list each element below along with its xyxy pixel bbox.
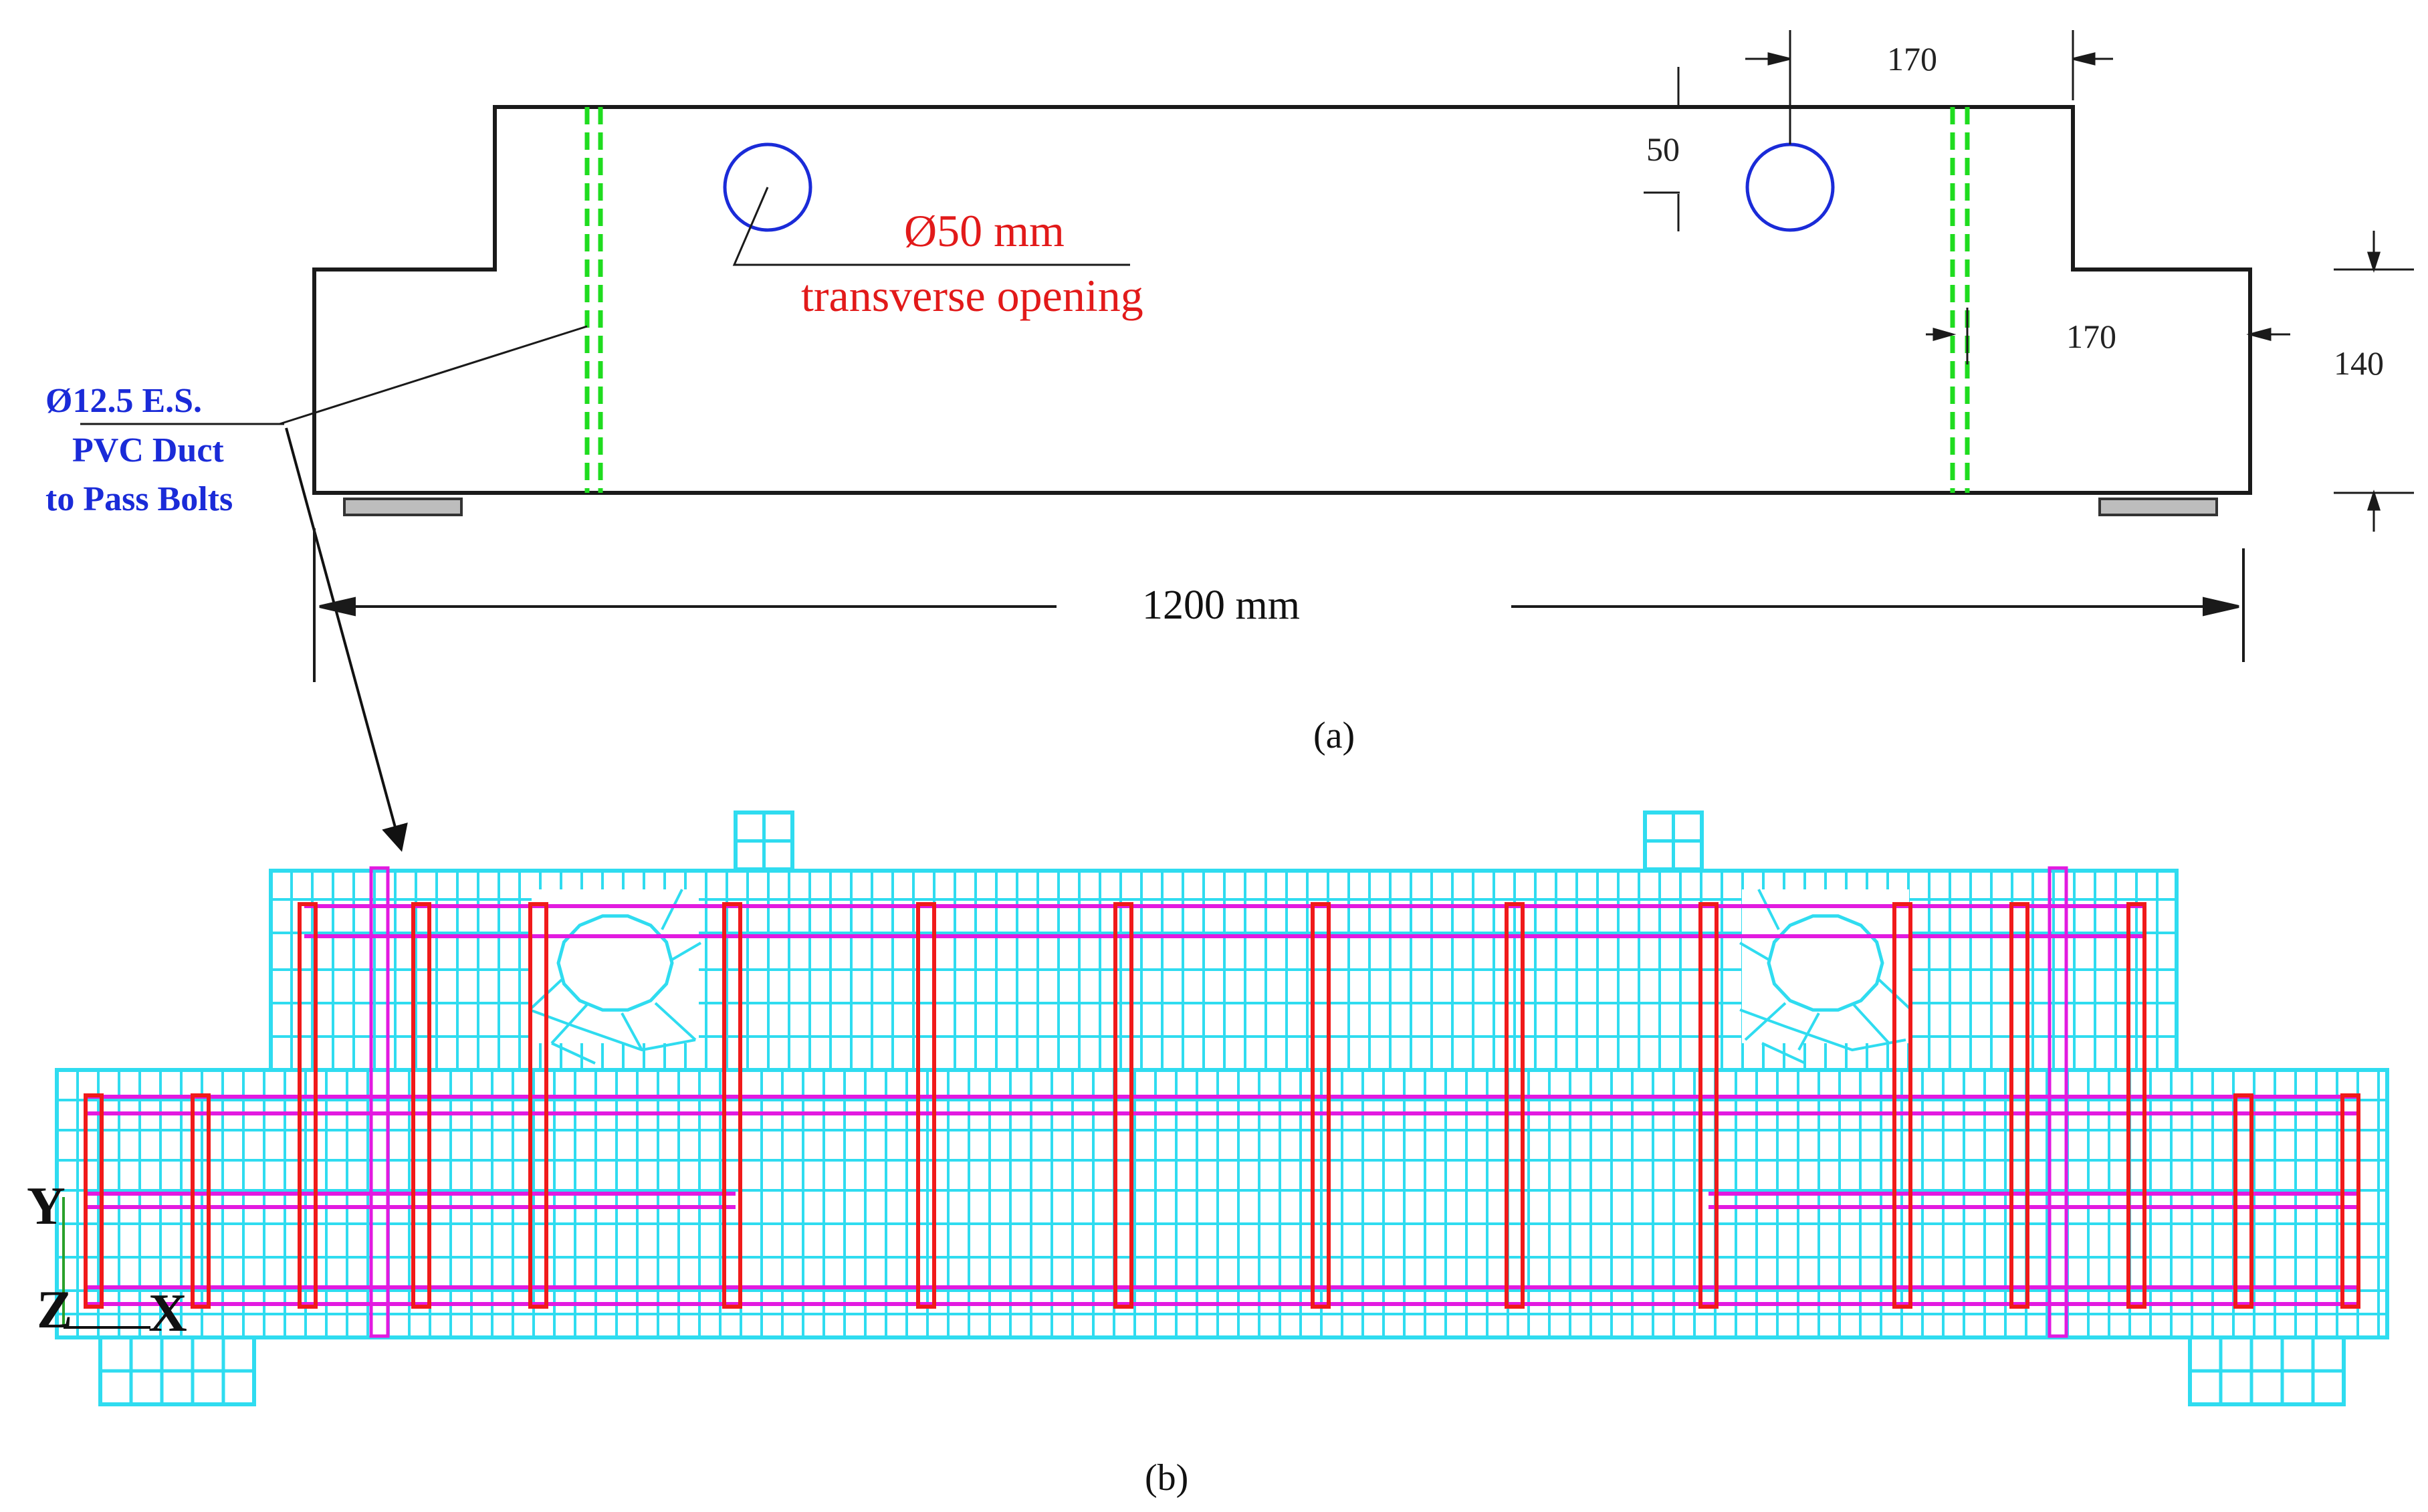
duct-label-line-3: to Pass Bolts bbox=[45, 480, 233, 518]
dim-depth bbox=[2334, 231, 2414, 532]
stirrup bbox=[298, 902, 318, 1309]
left-pvc-duct bbox=[584, 107, 603, 493]
left-opening-circle bbox=[723, 142, 812, 232]
stirrup bbox=[1505, 902, 1525, 1309]
stirrup bbox=[1698, 902, 1719, 1309]
opening-mesh-line bbox=[1744, 1002, 1787, 1041]
left-opening-mesh bbox=[528, 889, 702, 1065]
stirrup bbox=[191, 1093, 211, 1309]
panel-a-elevation: Ø50 mm transverse opening Ø12.5 E.S. PVC… bbox=[45, 30, 2414, 852]
panel-b-caption: (b) bbox=[1145, 1457, 1188, 1499]
concrete-mesh-grid bbox=[55, 869, 2389, 1339]
stirrups bbox=[84, 902, 2360, 1309]
opening-subtitle: transverse opening bbox=[801, 270, 1143, 321]
stirrup bbox=[84, 1093, 104, 1309]
stirrup bbox=[1113, 902, 1133, 1309]
left-support-plate bbox=[98, 1335, 256, 1406]
opening-mesh-line bbox=[550, 1002, 590, 1045]
duct-label-line-1: Ø12.5 E.S. bbox=[45, 382, 202, 420]
dim-side-step-label: 170 bbox=[2066, 318, 2116, 355]
left-loading-plate bbox=[734, 811, 794, 871]
opening-mesh-line bbox=[1761, 1042, 1806, 1065]
right-pvc-duct bbox=[1950, 107, 1970, 493]
opening-title: Ø50 mm bbox=[904, 205, 1065, 256]
opening-mesh-line bbox=[1739, 1008, 1906, 1052]
dim-cover-label: 50 bbox=[1646, 130, 1680, 168]
duct-label-line-2: PVC Duct bbox=[72, 431, 224, 469]
right-opening-circle bbox=[1745, 142, 1835, 232]
stirrup bbox=[411, 902, 431, 1309]
opening-leader-line bbox=[732, 187, 1130, 266]
dim-top-width bbox=[1745, 30, 2113, 144]
stirrup bbox=[722, 902, 742, 1309]
dim-span bbox=[313, 528, 2245, 682]
panel-b-fe-mesh: Y Z X (b) bbox=[27, 811, 2389, 1499]
opening-mesh-line bbox=[671, 942, 702, 961]
opening-mesh-line bbox=[1757, 889, 1780, 930]
duct-leader-line bbox=[279, 325, 588, 425]
opening-mesh-line bbox=[551, 1042, 596, 1065]
beam-outline bbox=[312, 105, 2252, 495]
panel-a-caption: (a) bbox=[1313, 715, 1355, 756]
mesh-lower-outline bbox=[55, 1068, 2389, 1339]
dim-side-step bbox=[1926, 308, 2290, 364]
axis-y-label: Y bbox=[27, 1177, 66, 1236]
opening-boundary bbox=[1767, 914, 1884, 1012]
opening-mesh-line bbox=[529, 1008, 696, 1052]
dim-depth-label: 140 bbox=[2334, 344, 2384, 382]
axis-x-label: X bbox=[148, 1284, 187, 1343]
opening-mesh-line bbox=[661, 889, 683, 930]
stirrup bbox=[2340, 1093, 2360, 1309]
opening-mesh-line bbox=[654, 1002, 697, 1041]
stirrup bbox=[2233, 1093, 2253, 1309]
right-support-plate bbox=[2188, 1335, 2346, 1406]
stirrup bbox=[2009, 902, 2029, 1309]
opening-boundary bbox=[556, 914, 674, 1012]
right-opening-mesh bbox=[1739, 889, 1912, 1065]
right-support-plate bbox=[2098, 498, 2218, 516]
pvc-duct-element bbox=[369, 866, 390, 1338]
stirrup bbox=[1892, 902, 1912, 1309]
stirrup bbox=[916, 902, 936, 1309]
opening-mesh-line bbox=[621, 1012, 643, 1051]
stirrup bbox=[2126, 902, 2146, 1309]
axis-triad: Y Z X bbox=[27, 1177, 187, 1343]
loading-and-support-plates bbox=[98, 811, 2346, 1406]
right-loading-plate bbox=[1643, 811, 1704, 871]
stirrup bbox=[528, 902, 548, 1309]
stirrup bbox=[1311, 902, 1331, 1309]
dim-top-width-label: 170 bbox=[1887, 40, 1937, 78]
left-support-plate bbox=[343, 498, 463, 516]
opening-mesh-line bbox=[1797, 1012, 1820, 1051]
axis-z-label: Z bbox=[37, 1281, 72, 1339]
pvc-duct-element bbox=[2048, 866, 2068, 1338]
dim-cover bbox=[1644, 67, 1680, 231]
opening-mesh-line bbox=[1851, 1002, 1890, 1045]
dim-span-label: 1200 mm bbox=[1142, 582, 1300, 628]
duct-arrow-line bbox=[285, 427, 408, 852]
opening-mesh-line bbox=[1739, 942, 1770, 961]
